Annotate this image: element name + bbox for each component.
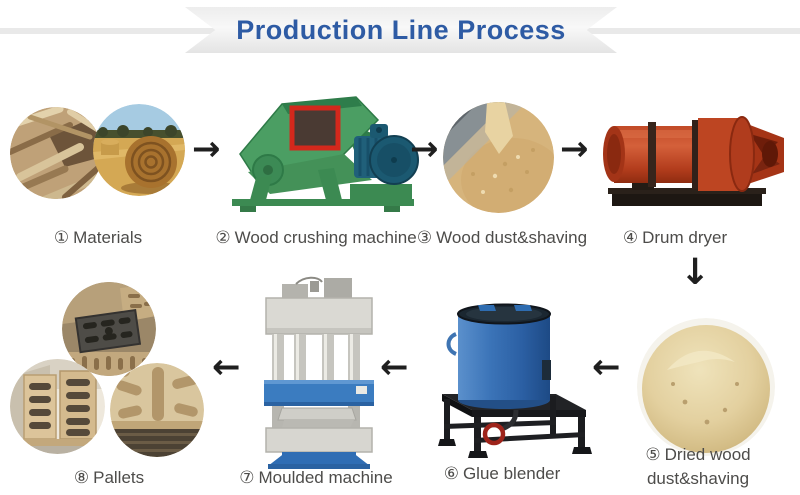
- wood-dust-image: [443, 102, 554, 213]
- step-text-6: Glue blender: [462, 464, 561, 483]
- wood-crushing-machine-image: [226, 92, 422, 220]
- step-text-4: Drum dryer: [642, 228, 728, 247]
- arrow-left-icon: ←: [212, 347, 241, 387]
- step-number-2: ②: [215, 228, 231, 248]
- step-text-8: Pallets: [93, 468, 145, 487]
- step-text-5-line1: Dried wood: [664, 445, 751, 464]
- step-text-7: Moulded machine: [258, 468, 393, 487]
- title-ribbon: Production Line Process: [185, 7, 617, 53]
- page-title: Production Line Process: [236, 14, 566, 45]
- step-number-4: ④: [622, 228, 639, 248]
- materials-photo-straw: [10, 107, 102, 199]
- dried-dust-image: [637, 318, 775, 456]
- arrow-right-icon: →: [560, 129, 589, 169]
- moulded-machine-image: [260, 276, 378, 472]
- arrow-left-icon: ←: [380, 347, 409, 387]
- step-text-5-line2: dust&shaving: [646, 469, 750, 488]
- step-number-1: ①: [53, 228, 70, 248]
- step-number-3: ③: [416, 228, 433, 248]
- drum-dryer-image: [598, 96, 792, 220]
- pallets-photos: [8, 279, 208, 461]
- materials-photo-haybale: [93, 104, 185, 196]
- pallets-photo-left: [10, 359, 105, 454]
- step-number-8: ⑧: [73, 468, 90, 488]
- arrow-right-icon: →: [410, 129, 439, 169]
- step-number-5: ⑤: [645, 445, 661, 465]
- pallets-photo-right: [110, 363, 204, 457]
- step-number-7: ⑦: [239, 468, 255, 488]
- arrow-left-icon: ←: [592, 347, 621, 387]
- step-text-2: Wood crushing machine: [234, 228, 417, 247]
- arrow-down-icon: ↓: [680, 252, 711, 293]
- materials-photos: [8, 100, 188, 202]
- glue-blender-image: [428, 296, 598, 462]
- step-text-1: Materials: [73, 228, 143, 247]
- arrow-right-icon: →: [192, 129, 221, 169]
- step-number-6: ⑥: [443, 464, 459, 484]
- step-text-3: Wood dust&shaving: [436, 228, 588, 247]
